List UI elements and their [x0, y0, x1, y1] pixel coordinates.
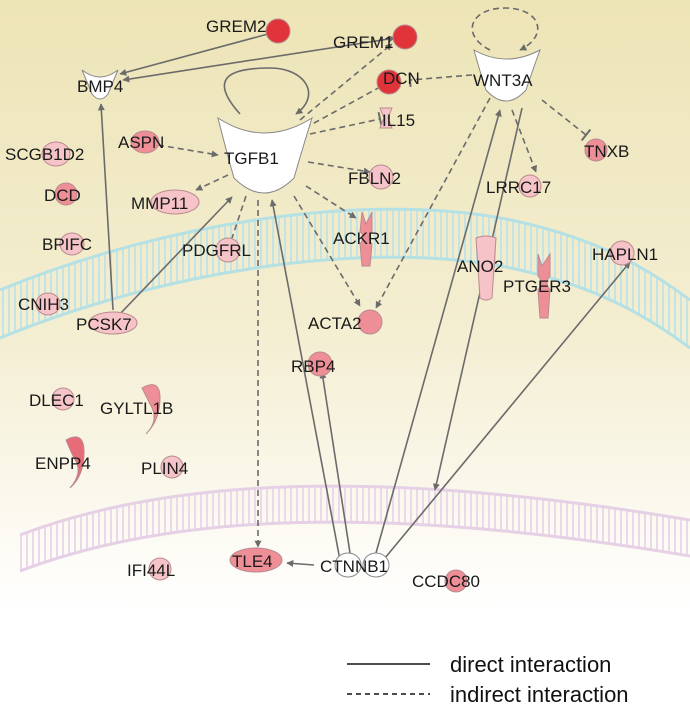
node-ccdc80-shape[interactable]	[444, 569, 468, 593]
node-fbln2-shape[interactable]	[368, 164, 394, 190]
node-ifi44l-label: IFI44L	[127, 561, 175, 580]
node-dcd-shape[interactable]	[54, 182, 78, 206]
node-rbp4-shape[interactable]	[307, 351, 333, 377]
node-cnih3-label: CNIH3	[18, 295, 69, 314]
node-gyltl1b-label: GYLTL1B	[100, 399, 173, 418]
node-hapln1-label: HAPLN1	[592, 245, 658, 264]
node-enpp4-label: ENPP4	[35, 454, 91, 473]
node-ackr1-label: ACKR1	[333, 229, 390, 248]
node-tle4-label: TLE4	[232, 552, 273, 571]
node-ano2-label: ANO2	[457, 257, 503, 276]
plasma-membrane	[0, 207, 690, 350]
node-ctnnb1-shape[interactable]	[334, 552, 390, 578]
edge-tgfb1-acta2	[293, 195, 361, 307]
node-enpp4-shape[interactable]	[65, 436, 85, 489]
node-dcd-label: DCD	[44, 186, 81, 205]
edge-wnt3a-self	[471, 7, 539, 51]
node-bpifc-shape[interactable]	[59, 232, 85, 256]
node-aspn-shape[interactable]	[130, 130, 160, 154]
edge-pcsk7-tgfb1	[117, 196, 233, 317]
node-wnt3a-label: WNT3A	[473, 71, 533, 90]
node-fbln2-label: FBLN2	[348, 169, 401, 188]
edge-tgfb1-self	[223, 67, 310, 115]
edge-wnt3a-lrrc17	[511, 109, 537, 173]
node-tnxb-label: TNXB	[584, 142, 629, 161]
edge-tgfb1-mmp11	[195, 174, 229, 191]
nuclear-membrane	[19, 484, 690, 573]
node-ctnnb1-label: CTNNB1	[320, 557, 388, 576]
node-plin4-label: PLIN4	[141, 459, 188, 478]
node-mmp11-shape[interactable]	[150, 189, 200, 215]
edge-tgfb1-dcn	[304, 79, 387, 129]
node-pcsk7-label: PCSK7	[76, 315, 132, 334]
node-bmp4-shape[interactable]	[81, 69, 119, 100]
node-aspn-label: ASPN	[118, 133, 164, 152]
node-grem2-shape[interactable]	[265, 18, 291, 44]
edge-aspn-tgfb1	[157, 144, 219, 158]
edge-ctnnb1-tle4	[286, 559, 315, 567]
node-grem1-shape[interactable]	[392, 24, 418, 50]
node-ano2-shape[interactable]	[475, 235, 497, 301]
node-gyltl1b-shape[interactable]	[141, 384, 161, 435]
edge-pcsk7-bmp4	[97, 103, 114, 311]
legend-indirect-label: indirect interaction	[450, 682, 629, 707]
node-ptger3-label: PTGER3	[503, 277, 571, 296]
edge-wnt3a-dcn	[408, 72, 473, 88]
node-pdgfrl-label: PDGFRL	[182, 241, 251, 260]
node-bmp4-label: BMP4	[77, 77, 123, 96]
node-scgb1d2-label: SCGB1D2	[5, 145, 84, 164]
node-ccdc80-label: CCDC80	[412, 572, 480, 591]
edge-grem1-bmp4	[122, 35, 396, 83]
node-rbp4-label: RBP4	[291, 357, 335, 376]
node-mmp11-label: MMP11	[131, 194, 188, 213]
node-acta2-shape[interactable]	[357, 309, 383, 335]
node-ifi44l-shape[interactable]	[148, 557, 172, 581]
node-cnih3-shape[interactable]	[35, 292, 61, 316]
node-tnxb-shape[interactable]	[584, 138, 608, 162]
node-grem1-label: GREM1	[333, 33, 393, 52]
node-pdgfrl-shape[interactable]	[215, 237, 241, 263]
node-scgb1d2-shape[interactable]	[41, 141, 71, 167]
node-wnt3a-shape[interactable]	[473, 48, 541, 102]
node-tgfb1-shape[interactable]	[217, 116, 313, 194]
nodes	[35, 18, 635, 593]
edges	[97, 7, 631, 567]
edge-ctnnb1-rbp4	[319, 371, 351, 554]
edge-ctnnb1-wnt3a	[375, 109, 502, 554]
node-pcsk7-shape[interactable]	[88, 311, 138, 335]
node-dlec1-shape[interactable]	[51, 387, 75, 411]
edge-tgfb1-fbln2	[307, 161, 371, 175]
node-tle4-shape[interactable]	[229, 547, 283, 573]
edge-ctnnb1-tgfb1	[269, 199, 341, 561]
legend: direct interaction indirect interaction	[347, 652, 629, 707]
edge-tgfb1-il15	[309, 111, 383, 135]
node-tgfb1-label: TGFB1	[224, 149, 279, 168]
node-il15-shape[interactable]	[379, 107, 393, 129]
node-ptger3-shape[interactable]	[537, 252, 551, 319]
node-il15-label: IL15	[382, 111, 415, 130]
node-dlec1-label: DLEC1	[29, 391, 84, 410]
legend-direct-label: direct interaction	[450, 652, 611, 677]
edge-ctnnb1-hapln1	[384, 261, 631, 559]
node-plin4-shape[interactable]	[160, 455, 184, 479]
node-grem2-label: GREM2	[206, 17, 266, 36]
node-labels: GREM2 GREM1 BMP4 DCN WNT3A IL15 TGFB1 AS…	[5, 17, 658, 591]
node-dcn-shape[interactable]	[376, 69, 402, 95]
node-dcn-label: DCN	[383, 69, 420, 88]
node-hapln1-shape[interactable]	[609, 240, 635, 266]
node-lrrc17-shape[interactable]	[518, 174, 542, 198]
node-bpifc-label: BPIFC	[42, 235, 92, 254]
edge-wnt3a-ctnnb1	[432, 107, 523, 491]
node-lrrc17-label: LRRC17	[486, 178, 551, 197]
node-ackr1-shape[interactable]	[359, 211, 373, 267]
edge-tgfb1-pdgfrl	[231, 195, 247, 239]
node-acta2-label: ACTA2	[308, 314, 362, 333]
